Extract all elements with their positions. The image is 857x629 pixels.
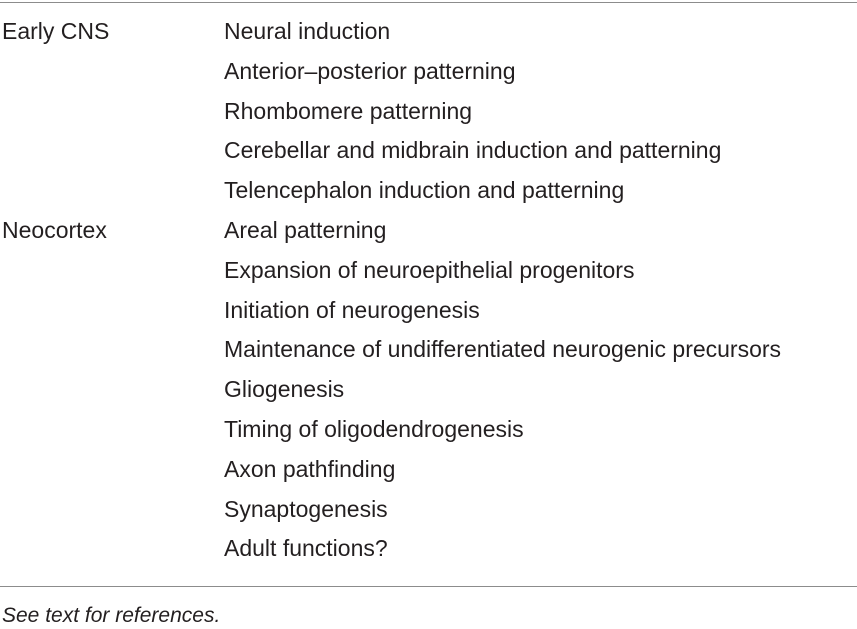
table-group-neocortex: Neocortex Areal patterning Expansion of … <box>0 211 857 569</box>
list-item: Initiation of neurogenesis <box>224 296 480 323</box>
list-item: Maintenance of undifferentiated neurogen… <box>224 336 782 363</box>
list-item: Cerebellar and midbrain induction and pa… <box>224 137 722 164</box>
table-group-early-cns: Early CNS Neural induction Anterior–post… <box>0 12 857 211</box>
table-bottom-rule <box>0 586 857 587</box>
list-item: Telencephalon induction and patterning <box>224 177 625 204</box>
list-item: Areal patterning <box>224 216 387 243</box>
item-list: Neural induction Anterior–posterior patt… <box>222 12 857 211</box>
list-item: Axon pathfinding <box>224 455 396 482</box>
list-item: Gliogenesis <box>224 376 345 403</box>
function-table: Early CNS Neural induction Anterior–post… <box>0 12 857 569</box>
category-label: Neocortex <box>2 216 107 243</box>
table-top-rule <box>0 2 857 3</box>
table-footnote: See text for references. <box>2 604 221 627</box>
item-list: Areal patterning Expansion of neuroepith… <box>222 211 857 569</box>
list-item: Neural induction <box>224 18 391 44</box>
list-item: Adult functions? <box>224 535 388 562</box>
list-item: Expansion of neuroepithelial progenitors <box>224 256 635 283</box>
list-item: Anterior–posterior patterning <box>224 57 516 84</box>
category-label: Early CNS <box>2 18 110 44</box>
list-item: Synaptogenesis <box>224 495 388 522</box>
list-item: Rhombomere patterning <box>224 97 473 124</box>
list-item: Timing of oligodendrogenesis <box>224 415 524 442</box>
